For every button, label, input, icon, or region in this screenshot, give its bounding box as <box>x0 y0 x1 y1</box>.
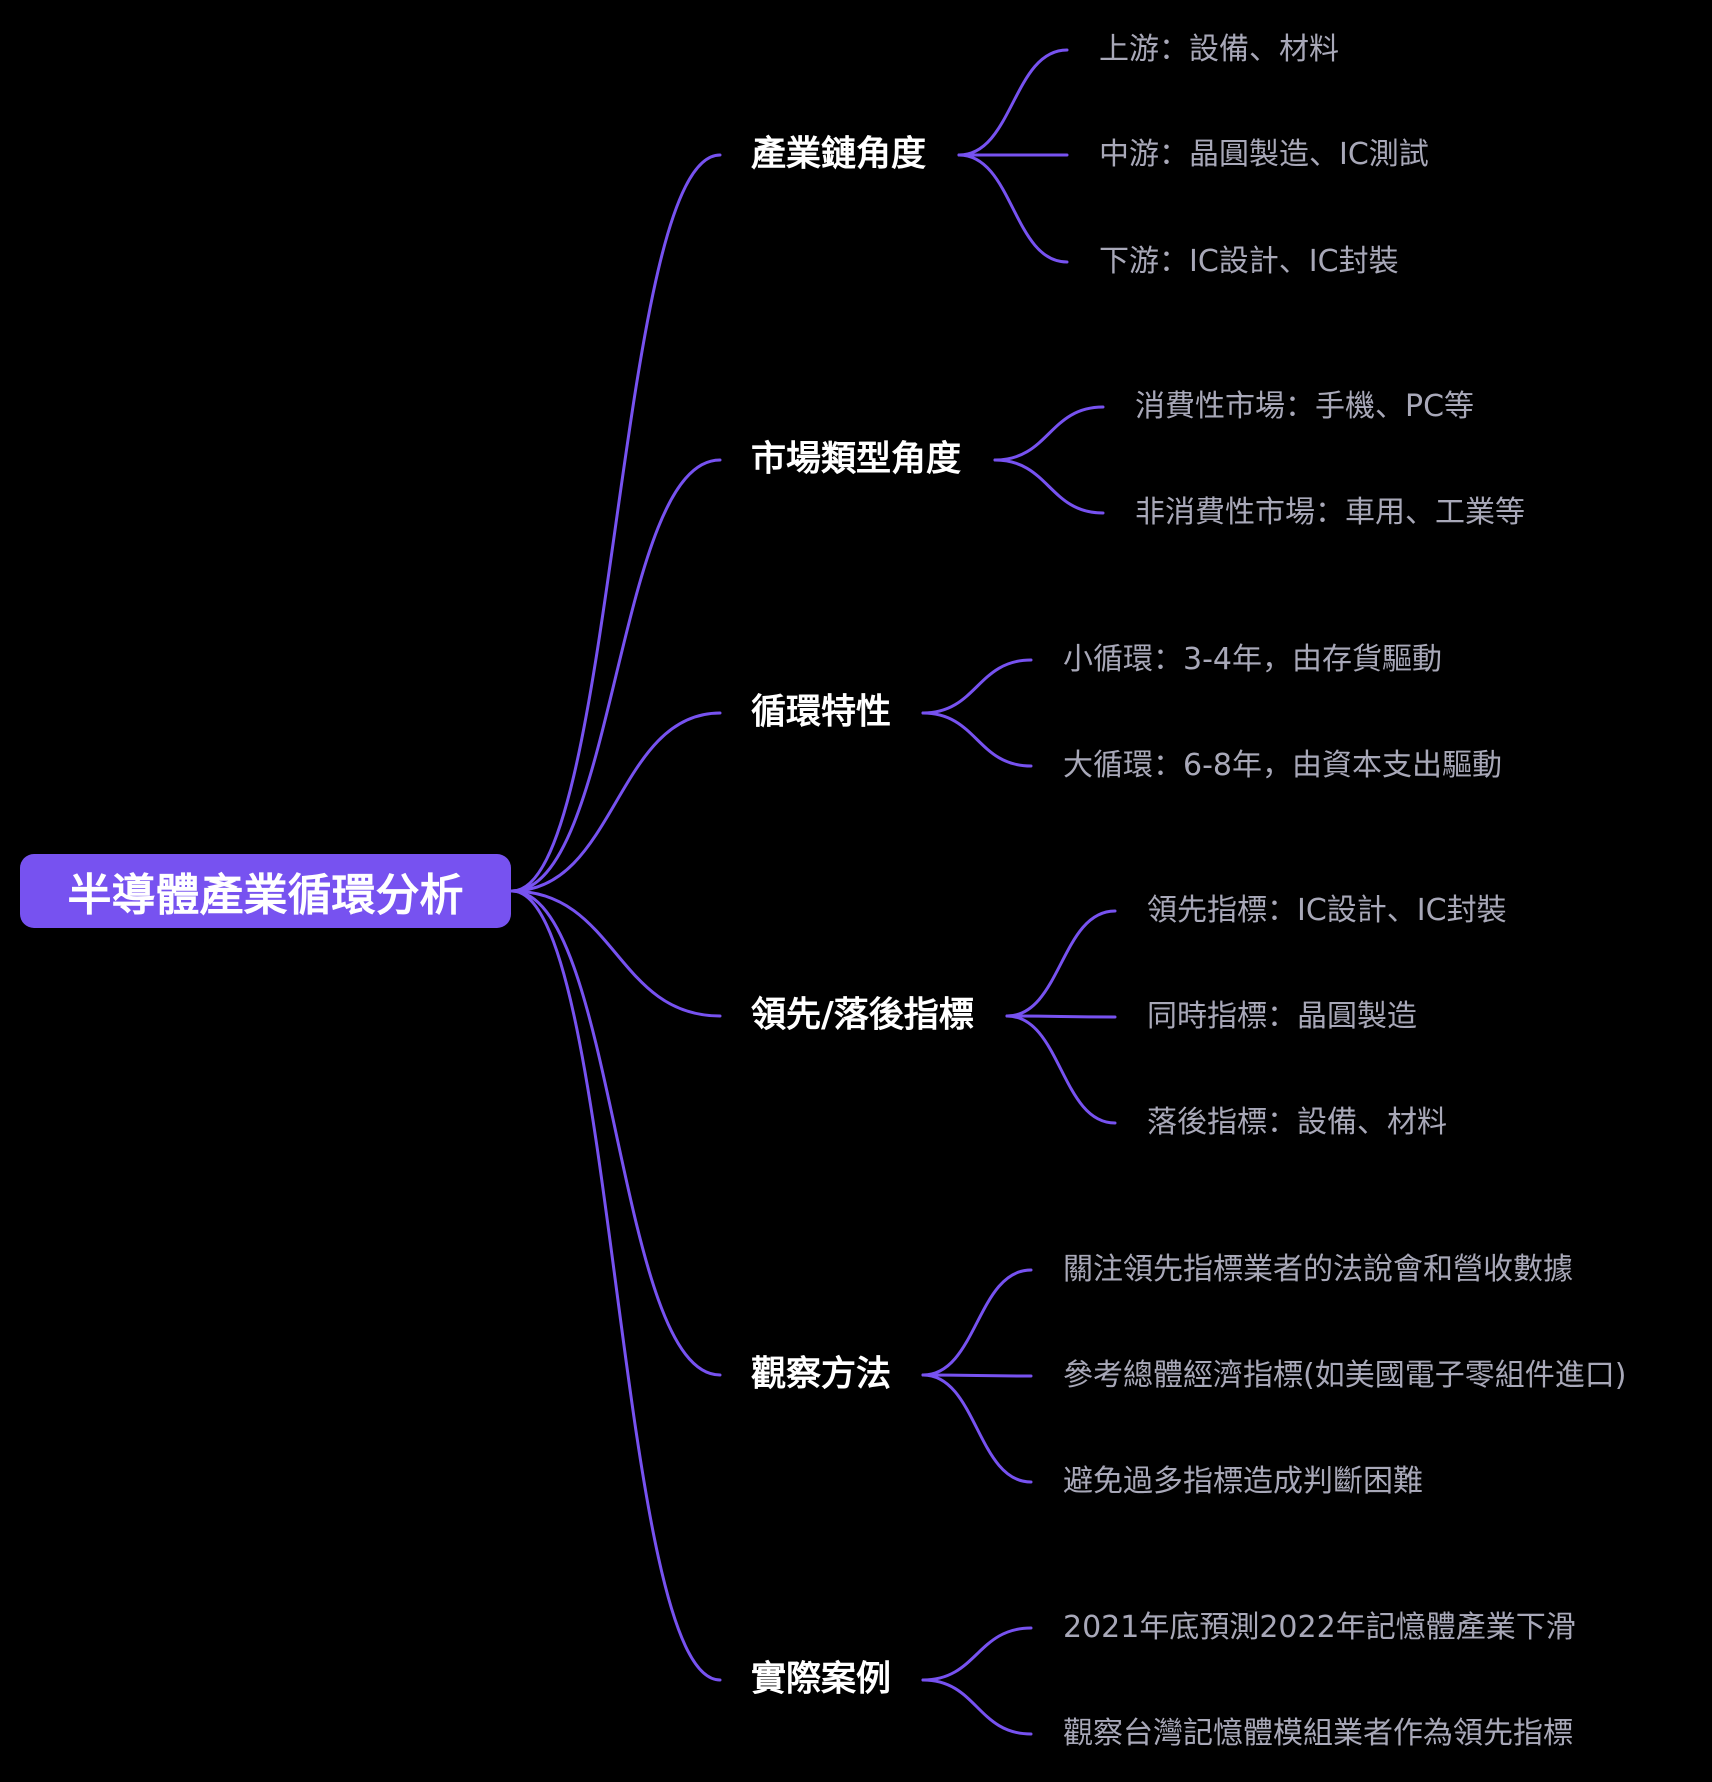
leaf-lagging-indicator[interactable]: 落後指標：設備、材料 <box>1147 1105 1447 1140</box>
leaf-coincident-indicator[interactable]: 同時指標：晶圓製造 <box>1147 999 1417 1034</box>
branch-indicators[interactable]: 領先/落後指標 <box>751 995 974 1036</box>
leaf-macro-indicators[interactable]: 參考總體經濟指標(如美國電子零組件進口) <box>1063 1358 1627 1393</box>
root-to-branch-connector-2 <box>510 711 722 893</box>
branch-4-leaf-connector-1 <box>921 1373 1033 1378</box>
branch-3-leaf-connector-0 <box>1005 909 1117 1018</box>
leaf-consumer-market[interactable]: 消費性市場：手機、PC等 <box>1135 389 1475 424</box>
leaf-downstream[interactable]: 下游：IC設計、IC封裝 <box>1099 244 1399 279</box>
branch-market-type[interactable]: 市場類型角度 <box>751 439 962 480</box>
branch-1-leaf-connector-0 <box>993 405 1105 462</box>
branch-5-leaf-connector-1 <box>921 1678 1033 1736</box>
leaf-non-consumer-market[interactable]: 非消費性市場：車用、工業等 <box>1135 495 1525 530</box>
branch-2-leaf-connector-1 <box>921 711 1033 768</box>
branch-4-leaf-connector-2 <box>921 1373 1033 1484</box>
branch-observation-method[interactable]: 觀察方法 <box>751 1354 892 1395</box>
root-to-branch-connector-1 <box>510 458 722 893</box>
leaf-memory-forecast[interactable]: 2021年底預測2022年記憶體產業下滑 <box>1063 1610 1576 1645</box>
root-to-branch-connector-5 <box>510 889 722 1682</box>
branch-industry-chain[interactable]: 產業鏈角度 <box>751 134 927 175</box>
leaf-small-cycle[interactable]: 小循環：3-4年，由存貨驅動 <box>1063 642 1442 677</box>
branch-cycle-characteristics[interactable]: 循環特性 <box>751 692 892 733</box>
leaf-large-cycle[interactable]: 大循環：6-8年，由資本支出驅動 <box>1063 748 1502 783</box>
leaf-midstream[interactable]: 中游：晶圓製造、IC測試 <box>1099 137 1429 172</box>
root-node[interactable]: 半導體產業循環分析 <box>20 854 511 928</box>
root-to-branch-connector-0 <box>510 153 722 893</box>
branch-0-leaf-connector-0 <box>957 48 1069 157</box>
branch-4-leaf-connector-0 <box>921 1268 1033 1377</box>
leaf-follow-leading-companies[interactable]: 關注領先指標業者的法說會和營收數據 <box>1063 1252 1573 1287</box>
branch-5-leaf-connector-0 <box>921 1626 1033 1682</box>
root-to-branch-connector-4 <box>510 889 722 1377</box>
branch-2-leaf-connector-0 <box>921 658 1033 715</box>
leaf-memory-module-indicator[interactable]: 觀察台灣記憶體模組業者作為領先指標 <box>1063 1716 1573 1751</box>
leaf-leading-indicator[interactable]: 領先指標：IC設計、IC封裝 <box>1147 893 1507 928</box>
branch-1-leaf-connector-1 <box>993 458 1105 515</box>
leaf-avoid-too-many-indicators[interactable]: 避免過多指標造成判斷困難 <box>1063 1464 1423 1499</box>
branch-3-leaf-connector-1 <box>1005 1014 1117 1019</box>
leaf-upstream[interactable]: 上游：設備、材料 <box>1099 32 1339 67</box>
branch-0-leaf-connector-2 <box>957 153 1069 264</box>
branch-case-study[interactable]: 實際案例 <box>751 1659 892 1700</box>
branch-3-leaf-connector-2 <box>1005 1014 1117 1125</box>
root-to-branch-connector-3 <box>510 889 722 1018</box>
